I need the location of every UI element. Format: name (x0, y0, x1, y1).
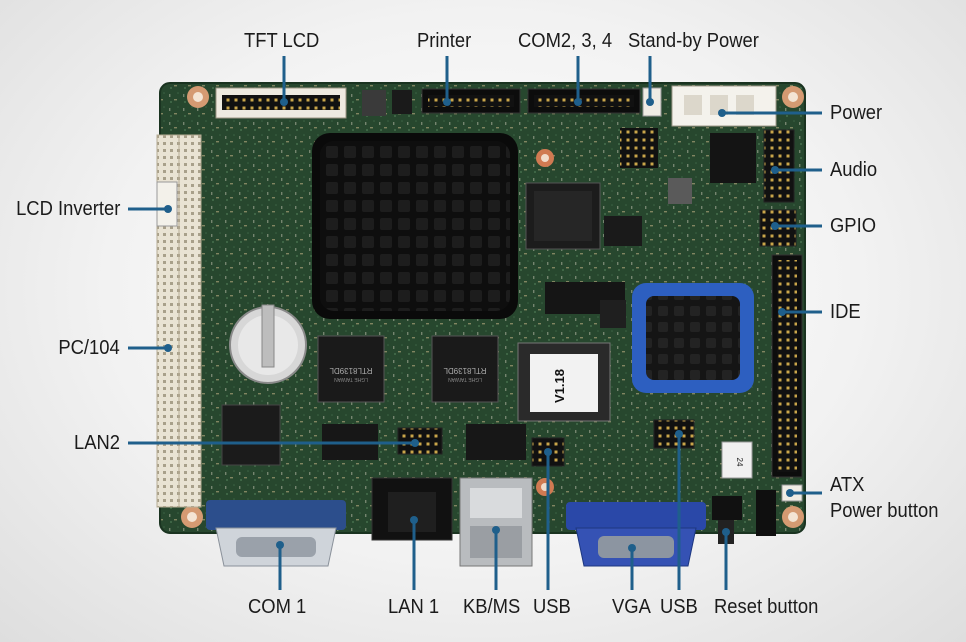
label-audio: Audio (830, 159, 878, 181)
label-usb-a: USB (533, 596, 571, 618)
audio-header (763, 129, 795, 203)
label-atx: ATX (830, 474, 865, 496)
label-tft-lcd: TFT LCD (244, 30, 320, 52)
label-com234: COM2, 3, 4 (518, 30, 613, 52)
nic-chip-1: RTL8139DL LGHE TAIWAN (317, 335, 385, 403)
label-power-button: Power button (830, 500, 939, 522)
label-standby-power: Stand-by Power (628, 30, 759, 52)
label-pc104: PC/104 (58, 337, 120, 359)
power-connector (671, 85, 777, 127)
bios-version-label: V1.18 (552, 369, 567, 403)
cmos-battery (229, 304, 307, 384)
com1-connector (206, 500, 346, 567)
cpu-blue-heatsink (632, 283, 754, 393)
label-usb-b: USB (660, 596, 698, 618)
nic1-text-2: LGHE TAIWAN (334, 376, 368, 382)
nic1-text-1: RTL8139DL (329, 366, 373, 375)
leader-dots (164, 98, 794, 552)
lan2-header (397, 427, 443, 455)
label-kbms: KB/MS (463, 596, 521, 618)
cpu-heatsink (312, 133, 518, 319)
bios-chip: V1.18 (517, 342, 611, 422)
crystal-label: 24 (735, 458, 744, 467)
vga-connector (566, 502, 706, 567)
chipset (525, 182, 601, 250)
nic-chip-2: RTL8139DL LGHE TAIWAN (431, 335, 499, 403)
tft-lcd-connector (215, 87, 347, 119)
label-printer: Printer (417, 30, 472, 52)
label-lan2: LAN2 (73, 432, 120, 454)
nic2-text-1: RTL8139DL (443, 366, 487, 375)
label-ide: IDE (830, 301, 861, 323)
ide-header (771, 254, 803, 478)
leader-lines (128, 56, 822, 590)
lan1-connector (371, 477, 453, 541)
label-lcd-inverter: LCD Inverter (15, 198, 120, 220)
label-lan1: LAN 1 (388, 596, 440, 618)
label-com1: COM 1 (248, 596, 307, 618)
reset-button-connector (712, 496, 742, 544)
label-reset-button: Reset button (714, 596, 819, 618)
nic2-text-2: LGHE TAIWAN (448, 376, 482, 382)
lcd-inverter-connector (156, 181, 178, 227)
usb-header-b (653, 419, 695, 449)
crystal: 24 (721, 441, 753, 479)
label-power: Power (830, 102, 883, 124)
label-vga: VGA (612, 596, 651, 618)
label-gpio: GPIO (830, 215, 877, 237)
